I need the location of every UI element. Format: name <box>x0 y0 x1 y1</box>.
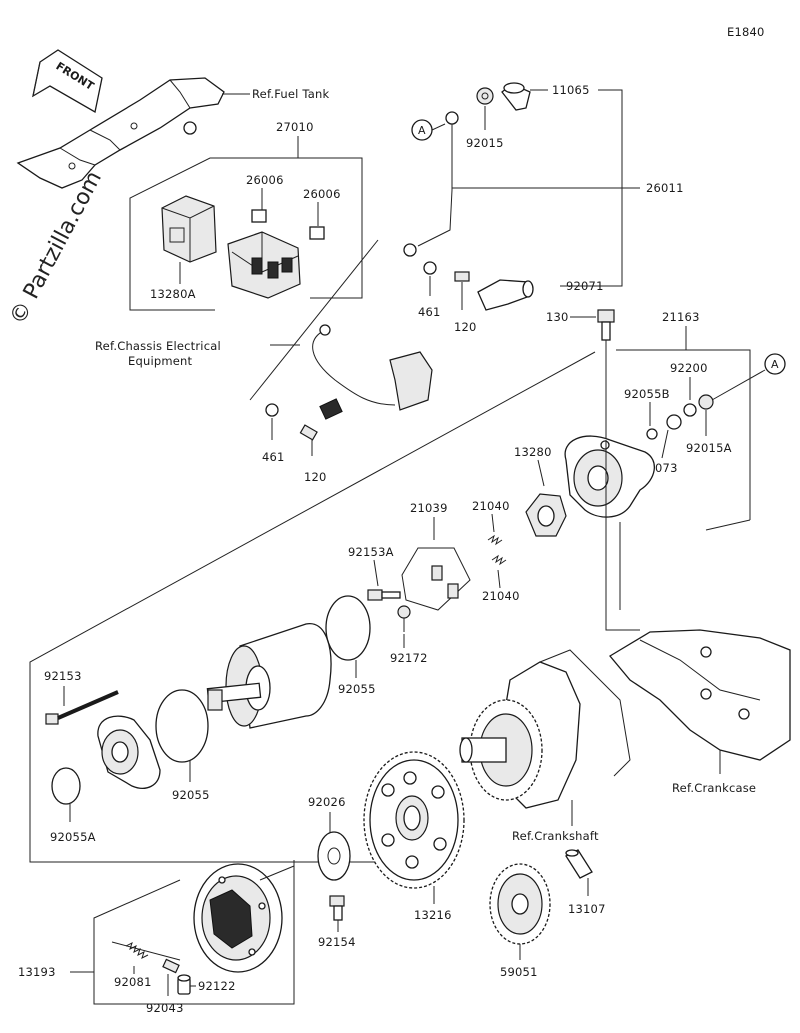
washer-92026-hole <box>327 847 341 865</box>
bolt-120-a <box>299 424 318 456</box>
callout-461-a: 461 <box>262 450 285 464</box>
callout-92015A: 92015A <box>686 441 732 455</box>
callout-92015: 92015 <box>466 136 504 150</box>
washer-461-a <box>265 403 279 417</box>
callout-26006-b: 26006 <box>303 187 341 201</box>
marker-a-2-text: A <box>771 358 779 371</box>
callout-13193: 13193 <box>18 965 56 979</box>
callout-92055A: 92055A <box>50 830 96 844</box>
starter-clutch-13193 <box>193 863 283 973</box>
bolt-92153 <box>45 690 119 725</box>
pin-92043 <box>162 958 180 974</box>
callout-92200: 92200 <box>670 361 708 375</box>
brush-set-21039 <box>401 547 471 611</box>
screw-92172 <box>397 605 411 632</box>
callout-ref-chassis-1: Ref.Chassis Electrical <box>95 339 221 353</box>
shaft-13107 <box>565 849 593 879</box>
callout-13216: 13216 <box>414 908 452 922</box>
crankshaft-ref <box>459 649 631 809</box>
callout-92055B: 92055B <box>624 387 670 401</box>
oring-92055-a <box>325 595 371 661</box>
nut-92015 <box>476 87 494 105</box>
callout-26006-a: 26006 <box>246 173 284 187</box>
callout-92172: 92172 <box>390 651 428 665</box>
spring-92081 <box>125 942 149 959</box>
callout-27010: 27010 <box>276 120 314 134</box>
washer-92200 <box>683 403 697 417</box>
bolt-130 <box>597 309 615 341</box>
washer-16073 <box>666 414 682 430</box>
callout-26011: 26011 <box>646 181 684 195</box>
bolt-120-b <box>454 271 470 310</box>
callout-ref-chassis-2: Equipment <box>128 354 193 368</box>
callout-92026: 92026 <box>308 795 346 809</box>
starter-idle-gear-13216 <box>363 751 465 889</box>
callout-11065: 11065 <box>552 83 590 97</box>
callout-21040-b: 21040 <box>482 589 520 603</box>
marker-a-2 <box>764 353 786 375</box>
callout-92122: 92122 <box>198 979 236 993</box>
callout-13107: 13107 <box>568 902 606 916</box>
chassis-cable <box>312 324 433 420</box>
watermark: © Partzilla.com <box>5 167 107 329</box>
relay-13280A <box>161 195 217 263</box>
callout-92154: 92154 <box>318 935 356 949</box>
callout-92071: 92071 <box>566 279 604 293</box>
callout-21040-a: 21040 <box>472 499 510 513</box>
starter-motor-yoke <box>206 623 332 729</box>
cap-11065 <box>501 82 531 111</box>
starter-front-cover <box>97 715 161 789</box>
callout-130: 130 <box>546 310 569 324</box>
front-arrow-icon: FRONT <box>32 49 103 114</box>
cap-92071 <box>477 279 534 311</box>
callout-92153: 92153 <box>44 669 82 683</box>
bolt-92154 <box>329 895 345 921</box>
gear-59051 <box>489 863 551 945</box>
fuse-26006-b <box>309 226 325 240</box>
washer-461-b <box>423 261 437 275</box>
bolt-92153A <box>367 589 401 601</box>
oring-92055A <box>51 767 81 805</box>
starter-end-cover <box>564 435 655 518</box>
starter-relay <box>227 231 301 299</box>
callout-21163: 21163 <box>662 310 700 324</box>
callout-92153A: 92153A <box>348 545 394 559</box>
fuel-tank-bracket <box>16 77 225 189</box>
callout-13280: 13280 <box>514 445 552 459</box>
marker-a-1-text: A <box>418 124 426 137</box>
callout-120-a: 120 <box>304 470 327 484</box>
diagram-id: E1840 <box>727 25 765 39</box>
callout-461-b: 461 <box>418 305 441 319</box>
callout-ref-crankshaft: Ref.Crankshaft <box>512 829 599 843</box>
starter-cable-26011 <box>403 111 459 257</box>
spring-21040-a <box>487 534 503 546</box>
oring-92055-b <box>155 689 209 763</box>
washer-92026 <box>317 831 351 881</box>
brush-holder-13280 <box>525 493 567 537</box>
callout-ref-crankcase: Ref.Crankcase <box>672 781 756 795</box>
callout-59051: 59051 <box>500 965 538 979</box>
crankcase-ref <box>609 629 791 761</box>
fuse-26006-a <box>251 209 267 223</box>
spring-21040-b <box>491 554 507 566</box>
callout-ref-fuel-tank: Ref.Fuel Tank <box>252 87 329 101</box>
roller-92122 <box>177 974 191 995</box>
callout-13280A: 13280A <box>150 287 196 301</box>
callout-92043: 92043 <box>146 1001 184 1015</box>
callout-92055-b: 92055 <box>172 788 210 802</box>
callout-92081: 92081 <box>114 975 152 989</box>
nut-92015A <box>698 394 714 410</box>
callout-120-b: 120 <box>454 320 477 334</box>
callout-21039: 21039 <box>410 501 448 515</box>
oring-92055B <box>646 428 658 440</box>
callout-92055-a: 92055 <box>338 682 376 696</box>
